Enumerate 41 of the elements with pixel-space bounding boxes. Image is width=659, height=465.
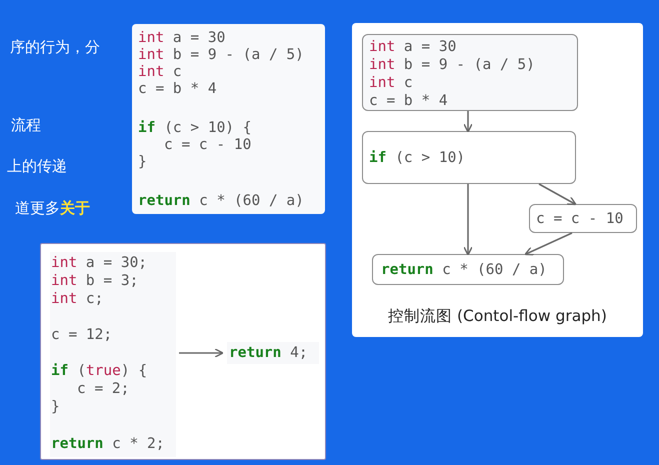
example-card (40, 243, 326, 460)
code-line: int c; (51, 290, 104, 308)
arrow (524, 232, 572, 256)
code-line: int b = 9 - (a / 5) (369, 56, 535, 74)
code-line: c = 2; (77, 380, 130, 398)
arrow (179, 348, 224, 358)
slide-text: 序的行为，分 (10, 38, 100, 57)
code-block (362, 34, 578, 111)
code-block (362, 131, 576, 184)
arrow (463, 184, 473, 256)
code-line: return 4; (229, 344, 308, 362)
code-block (529, 204, 637, 233)
code-line: int c (369, 74, 413, 92)
code-block (372, 254, 564, 285)
slide-text: 道更多关于 (15, 199, 90, 218)
code-line: if (c > 10) (369, 148, 466, 166)
code-line: int a = 30 (369, 38, 456, 56)
code-line: c = c - 10 (164, 137, 252, 154)
slide-text: 流程 (11, 116, 41, 135)
code-line: } (51, 398, 60, 416)
code-line: int a = 30 (138, 30, 226, 47)
code-line: return c * (60 / a) (381, 260, 547, 278)
code-line: int b = 9 - (a / 5) (138, 47, 304, 64)
code-line: c = b * 4 (138, 81, 217, 98)
code-line: c = b * 4 (369, 92, 448, 110)
code-line: return c * 2; (51, 435, 164, 453)
code-line: } (138, 154, 147, 171)
code-line: int b = 3; (51, 272, 138, 290)
code-line: return c * (60 / a) (138, 193, 304, 210)
arrow (463, 111, 473, 133)
code-line: c = 12; (51, 326, 112, 344)
slide-text: 上的传递 (7, 157, 67, 176)
graph-panel (352, 23, 643, 337)
code-line: int c (138, 64, 182, 81)
code-line: int a = 30; (51, 254, 148, 272)
code-card (132, 24, 325, 214)
arrow (538, 183, 577, 206)
code-line: c = c - 10 (536, 210, 624, 228)
code-line: if (c > 10) { (138, 120, 252, 137)
code-line: if (true) { (51, 362, 148, 380)
graph-caption: 控制流图 (Contol-flow graph) (387, 306, 608, 327)
